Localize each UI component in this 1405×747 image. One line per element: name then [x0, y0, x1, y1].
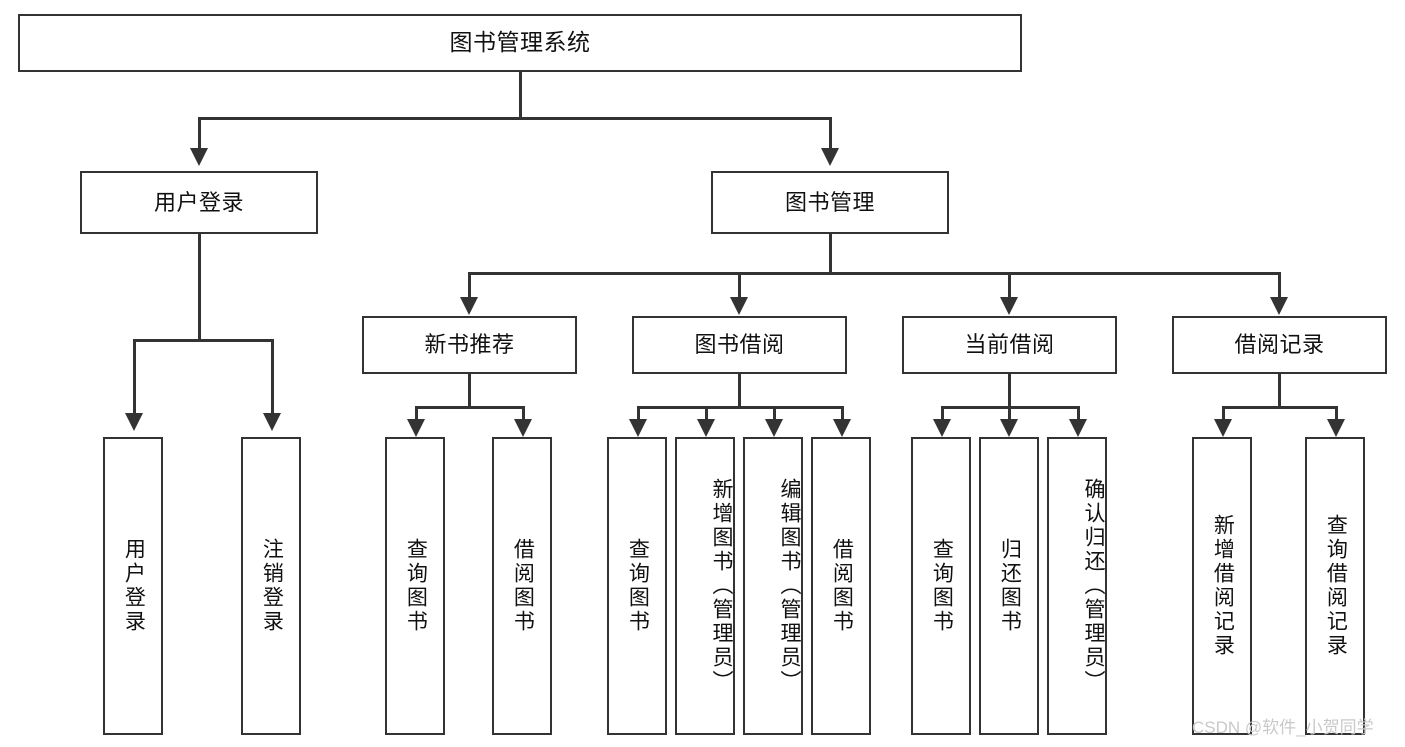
- connector-root-to-book-mgmt: [829, 117, 832, 150]
- arrow-to-new-book-recommend: [460, 297, 478, 315]
- connector-to-borrow-record: [1278, 272, 1281, 299]
- connector-root-bar: [198, 117, 831, 120]
- node-label: 图书管理系统: [449, 29, 591, 56]
- arrow-to-leaf-add-record: [1214, 419, 1232, 437]
- connector-borrow-record-c2: [1335, 406, 1338, 421]
- arrow-to-leaf-return-book: [1000, 419, 1018, 437]
- connector-user-login-bar: [133, 339, 273, 342]
- arrow-to-leaf-query-book-3: [933, 419, 951, 437]
- csdn-watermark: CSDN @软件_小贺同学: [1192, 718, 1374, 737]
- node-label: 图书管理: [784, 189, 875, 215]
- leaf-user-login[interactable]: 用户登录: [103, 437, 163, 735]
- arrow-to-current-borrow: [1000, 297, 1018, 315]
- node-label: 用户登录: [122, 538, 146, 634]
- connector-to-new-book: [468, 272, 471, 299]
- node-label: 确认归还（管理员）: [1082, 478, 1105, 694]
- node-label: 查询图书: [930, 538, 954, 634]
- node-label: 编辑图书（管理员）: [778, 478, 801, 694]
- connector-user-login-right: [271, 339, 274, 415]
- node-label: 借阅图书: [511, 538, 535, 634]
- connector-current-borrow-bar: [941, 406, 1080, 409]
- connector-user-login-left: [133, 339, 136, 415]
- node-book-borrow[interactable]: 图书借阅: [632, 316, 847, 374]
- node-label: 图书借阅: [694, 332, 785, 358]
- connector-book-borrow-c3: [773, 406, 776, 421]
- connector-borrow-record-stem: [1278, 374, 1281, 408]
- node-new-book-recommend[interactable]: 新书推荐: [362, 316, 577, 374]
- arrow-to-leaf-edit-book: [765, 419, 783, 437]
- arrow-to-leaf-query-record: [1327, 419, 1345, 437]
- leaf-logout[interactable]: 注销登录: [241, 437, 301, 735]
- connector-to-current-borrow: [1008, 272, 1011, 299]
- connector-new-book-bar: [415, 406, 524, 409]
- node-label: 新书推荐: [424, 332, 515, 358]
- arrow-to-book-borrow: [730, 297, 748, 315]
- arrow-to-user-login: [190, 148, 208, 166]
- leaf-query-book-1[interactable]: 查询图书: [385, 437, 445, 735]
- leaf-add-record[interactable]: 新增借阅记录: [1192, 437, 1252, 735]
- connector-new-book-c1: [415, 406, 418, 421]
- connector-current-borrow-c1: [941, 406, 944, 421]
- connector-borrow-record-c1: [1222, 406, 1225, 421]
- connector-new-book-c2: [522, 406, 525, 421]
- node-label: 查询图书: [404, 538, 428, 634]
- node-label: 查询图书: [626, 538, 650, 634]
- connector-book-mgmt-bar: [468, 272, 1280, 275]
- connector-current-borrow-c3: [1077, 406, 1080, 421]
- leaf-query-record[interactable]: 查询借阅记录: [1305, 437, 1365, 735]
- connector-book-borrow-c4: [841, 406, 844, 421]
- connector-book-mgmt-stem: [829, 234, 832, 274]
- node-label: 新增图书（管理员）: [710, 478, 733, 694]
- node-label: 注销登录: [260, 538, 284, 634]
- arrow-to-leaf-query-book-1: [407, 419, 425, 437]
- arrow-to-leaf-add-book: [697, 419, 715, 437]
- arrow-to-leaf-logout: [263, 413, 281, 431]
- connector-root-stem: [519, 72, 522, 118]
- node-label: 用户登录: [153, 189, 244, 215]
- connector-book-borrow-stem: [738, 374, 741, 408]
- leaf-borrow-book-2[interactable]: 借阅图书: [811, 437, 871, 735]
- connector-book-borrow-c1: [637, 406, 640, 421]
- leaf-return-book[interactable]: 归还图书: [979, 437, 1039, 735]
- node-label: 借阅记录: [1234, 332, 1325, 358]
- arrow-to-leaf-query-book-2: [629, 419, 647, 437]
- arrow-to-book-mgmt: [821, 148, 839, 166]
- arrow-to-leaf-borrow-book-1: [514, 419, 532, 437]
- leaf-query-book-3[interactable]: 查询图书: [911, 437, 971, 735]
- arrow-to-leaf-confirm-return: [1069, 419, 1087, 437]
- connector-new-book-stem: [468, 374, 471, 408]
- arrow-to-borrow-record: [1270, 297, 1288, 315]
- connector-borrow-record-bar: [1222, 406, 1337, 409]
- leaf-borrow-book-1[interactable]: 借阅图书: [492, 437, 552, 735]
- connector-root-to-user-login: [198, 117, 201, 150]
- connector-book-borrow-bar: [637, 406, 843, 409]
- leaf-query-book-2[interactable]: 查询图书: [607, 437, 667, 735]
- connector-to-book-borrow: [738, 272, 741, 299]
- leaf-add-book[interactable]: 新增图书（管理员）: [675, 437, 735, 735]
- connector-user-login-stem: [198, 234, 201, 341]
- connector-book-borrow-c2: [705, 406, 708, 421]
- node-label: 新增借阅记录: [1211, 514, 1235, 658]
- leaf-edit-book[interactable]: 编辑图书（管理员）: [743, 437, 803, 735]
- node-book-management[interactable]: 图书管理: [711, 171, 949, 234]
- connector-current-borrow-c2: [1008, 406, 1011, 421]
- node-label: 当前借阅: [964, 332, 1055, 358]
- node-label: 借阅图书: [830, 538, 854, 634]
- node-label: 归还图书: [998, 538, 1022, 634]
- leaf-confirm-return[interactable]: 确认归还（管理员）: [1047, 437, 1107, 735]
- node-label: 查询借阅记录: [1324, 514, 1348, 658]
- arrow-to-leaf-user-login: [125, 413, 143, 431]
- node-current-borrow[interactable]: 当前借阅: [902, 316, 1117, 374]
- arrow-to-leaf-borrow-book-2: [833, 419, 851, 437]
- node-root-system[interactable]: 图书管理系统: [18, 14, 1022, 72]
- node-borrow-record[interactable]: 借阅记录: [1172, 316, 1387, 374]
- node-user-login[interactable]: 用户登录: [80, 171, 318, 234]
- connector-current-borrow-stem: [1008, 374, 1011, 408]
